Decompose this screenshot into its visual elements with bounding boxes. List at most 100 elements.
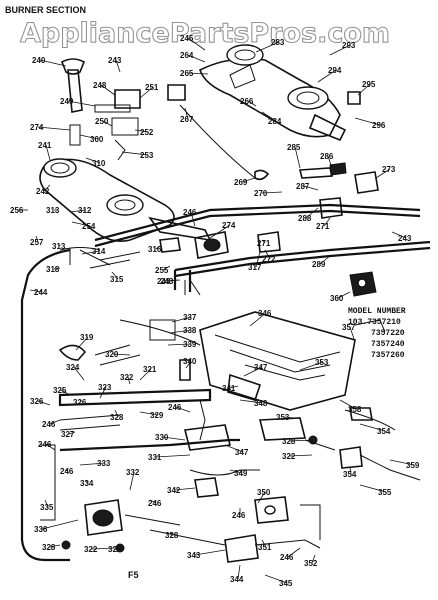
- callout-leader-line: [75, 336, 89, 351]
- lower-valve-assembly: [40, 319, 421, 563]
- callout-leader-line: [289, 439, 313, 442]
- callout-leader-line: [283, 416, 296, 419]
- part-callout-label: 326: [30, 397, 44, 406]
- callout-leader-line: [243, 366, 263, 377]
- callout-leader-line: [111, 271, 119, 280]
- callout-leader-line: [187, 37, 206, 51]
- callout-leader-line: [53, 267, 61, 270]
- part-callout-label: 267: [180, 115, 194, 124]
- callout-leader-line: [41, 519, 79, 530]
- callout-leader-line: [249, 312, 267, 327]
- part-callout-label: 295: [362, 80, 376, 89]
- callout-leader-line: [287, 547, 301, 558]
- right-rear-burner-head: [226, 44, 264, 66]
- part-callout-label: 331: [148, 453, 162, 462]
- callout-leader-line: [239, 399, 263, 404]
- part-callout-label: 322: [84, 545, 98, 554]
- callout-leader-line: [224, 444, 244, 453]
- part-callout-label: 243: [157, 277, 171, 286]
- callout-leader-line: [299, 361, 324, 371]
- part-callout-label: 330: [155, 433, 169, 442]
- callout-leader-line: [261, 539, 267, 548]
- callout-leader-line: [69, 209, 87, 213]
- callout-leader-line: [37, 400, 51, 406]
- part-callout-label: 328: [282, 437, 296, 446]
- igniter-351: [254, 496, 289, 524]
- callout-leader-line: [375, 168, 391, 179]
- callout-leader-line: [35, 235, 39, 243]
- part-callout-label: 272: [262, 255, 276, 264]
- part-callout-label: 300: [90, 135, 104, 144]
- part-callout-label: 343: [187, 551, 201, 560]
- callout-leader-line: [289, 454, 313, 457]
- part-callout-label: 246: [38, 440, 52, 449]
- callout-leader-line: [64, 469, 69, 472]
- part-callout-label: 327: [61, 430, 75, 439]
- part-354: [349, 407, 373, 421]
- part-callout-label: 254: [82, 222, 96, 231]
- callout-leader-line: [303, 185, 319, 191]
- right-front-burner-head: [287, 86, 329, 110]
- callout-leader-line: [79, 134, 99, 140]
- part-callout-label: 240: [32, 56, 46, 65]
- part-callout-label: 265: [180, 69, 194, 78]
- callout-leader-line: [174, 487, 196, 491]
- part-callout-label: 246: [148, 499, 162, 508]
- callout-leader-line: [184, 107, 189, 120]
- callout-leader-line: [229, 469, 243, 474]
- part-callout-label: 270: [254, 189, 268, 198]
- callout-leader-line: [149, 499, 157, 504]
- part-callout-label: 315: [110, 275, 124, 284]
- part-callout-label: 351: [258, 543, 272, 552]
- callout-leader-line: [68, 431, 76, 435]
- part-callout-label: 317: [248, 263, 262, 272]
- valve-cluster: [89, 162, 379, 297]
- part-callout-label: 359: [406, 461, 420, 470]
- part-callout-label: 253: [140, 151, 154, 160]
- left-rear-burner-head: [43, 158, 77, 178]
- part-callout-label: 273: [382, 165, 396, 174]
- model-number-block: MODEL NUMBER 103.7357210 7357220 7357240…: [348, 307, 406, 360]
- callout-leader-line: [121, 151, 149, 156]
- callout-leader-line: [185, 360, 192, 369]
- callout-leader-line: [229, 385, 239, 389]
- part-callout-label: 319: [80, 333, 94, 342]
- callout-leader-line: [261, 239, 266, 244]
- callout-leader-line: [264, 249, 271, 260]
- part-callout-label: 248: [93, 81, 107, 90]
- part-callout-label: 335: [40, 503, 54, 512]
- part-callout-label: 274: [30, 123, 44, 132]
- part-callout-label: 324: [66, 363, 80, 372]
- callout-leader-line: [187, 72, 209, 75]
- callout-leader-line: [294, 146, 301, 169]
- part-callout-label: 322: [108, 545, 122, 554]
- part-callout-label: 328: [165, 531, 179, 540]
- callout-leader-line: [155, 245, 161, 250]
- callout-leader-line: [115, 547, 121, 550]
- part-callout-label: 316: [148, 245, 162, 254]
- callout-leader-line: [71, 221, 91, 227]
- callout-leader-line: [169, 531, 174, 536]
- part-callout-label: 246: [42, 420, 56, 429]
- part-callout-label: 334: [80, 479, 94, 488]
- callout-leader-line: [311, 554, 316, 564]
- callout-leader-line: [45, 144, 51, 161]
- part-callout-label: 242: [36, 187, 50, 196]
- part-callout-label: 333: [97, 459, 111, 468]
- part-callout-label: 293: [342, 41, 356, 50]
- callout-leader-line: [85, 157, 101, 164]
- part-callout-label: 246: [183, 208, 197, 217]
- part-callout-label: 312: [78, 206, 92, 215]
- callout-leader-line: [49, 419, 61, 425]
- callout-leader-line: [139, 411, 159, 416]
- part-callout-label: 347: [235, 448, 249, 457]
- callout-leader-line: [73, 366, 85, 381]
- part-callout-label: 296: [372, 121, 386, 130]
- left-front-burner-head: [106, 194, 144, 216]
- callout-leader-line: [261, 191, 283, 194]
- callout-leader-line: [357, 83, 371, 96]
- callout-leader-line: [162, 265, 171, 271]
- callout-leader-line: [171, 316, 192, 323]
- model-number-2: 7357220: [371, 329, 405, 338]
